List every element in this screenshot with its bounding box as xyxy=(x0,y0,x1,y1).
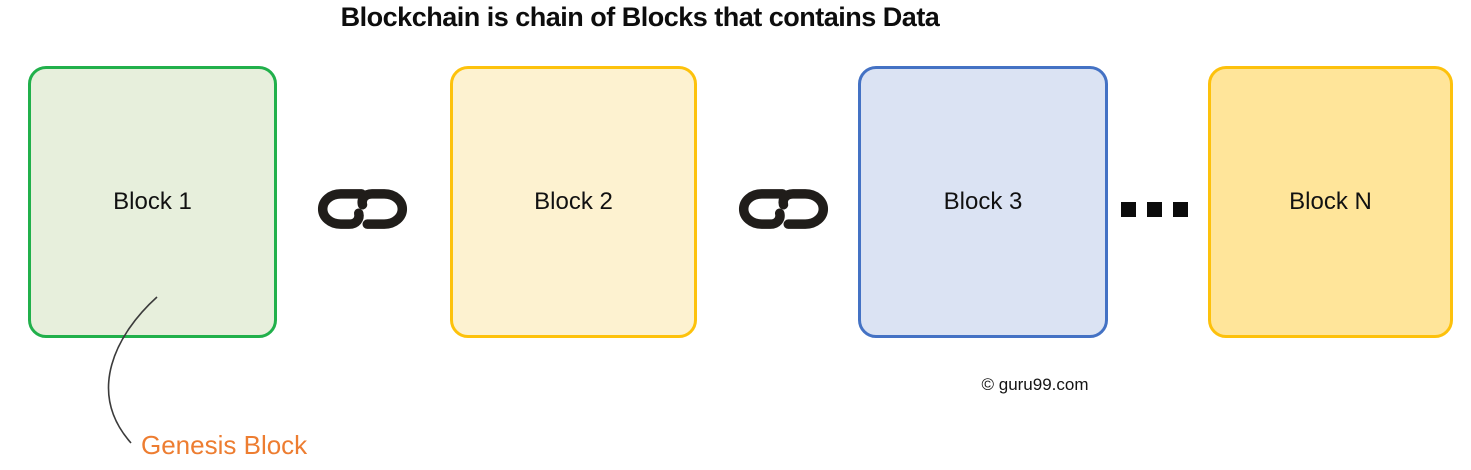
genesis-block-label: Genesis Block xyxy=(141,430,308,460)
chain-link-strokes xyxy=(738,189,829,229)
ellipsis-icon xyxy=(1121,202,1188,217)
diagram-title: Blockchain is chain of Blocks that conta… xyxy=(340,2,940,32)
block-label: Block N xyxy=(1289,188,1372,215)
chain-link-strokes xyxy=(317,189,408,229)
block-genesis: Block 1 xyxy=(28,66,277,338)
block-n: Block N xyxy=(1208,66,1453,338)
block-label: Block 3 xyxy=(943,188,1023,215)
ellipsis-square xyxy=(1121,202,1136,217)
credit-text: © guru99.com xyxy=(981,375,1089,394)
chain-link-icon xyxy=(317,189,408,229)
ellipsis-square xyxy=(1173,202,1188,217)
block-3: Block 3 xyxy=(858,66,1108,338)
block-2: Block 2 xyxy=(450,66,697,338)
block-label: Block 1 xyxy=(113,188,192,215)
block-label: Block 2 xyxy=(534,188,613,215)
ellipsis-square xyxy=(1147,202,1162,217)
chain-link-icon xyxy=(738,189,829,229)
